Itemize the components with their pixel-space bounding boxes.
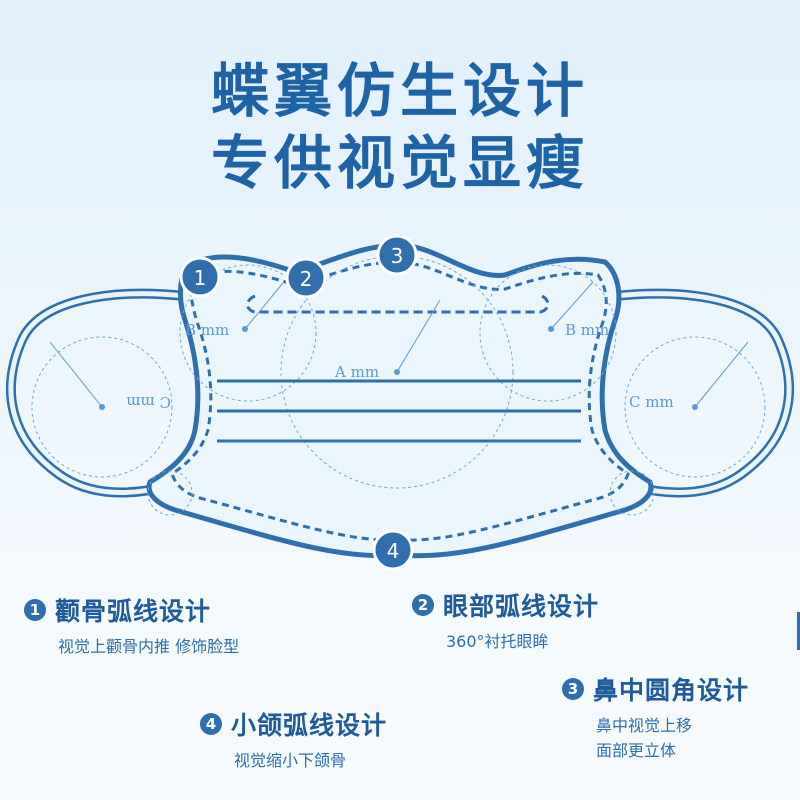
right-ear-loop-inner (612, 291, 792, 495)
headline-line-2: 专供视觉显瘦 (210, 129, 589, 197)
feature-number-2: 2 (412, 594, 434, 616)
svg-text:3: 3 (391, 244, 404, 268)
mask-body (146, 242, 654, 559)
dimension-a-label: A mm (334, 363, 379, 381)
dimension-c-left-label: C mm (126, 393, 171, 411)
feature-desc-eye: 360°衬托眼眸 (446, 632, 549, 651)
dimension-c-right-label: C mm (629, 393, 674, 411)
marker-1: 1 (179, 256, 221, 298)
feature-title-jaw: 小颌弧线设计 (231, 711, 388, 740)
feature-eye: 2 眼部弧线设计 360°衬托眼眸 (412, 587, 599, 654)
feature-jaw: 4 小颌弧线设计 视觉缩小下颌骨 (200, 706, 387, 773)
svg-text:2: 2 (300, 267, 313, 291)
feature-desc-nose-1: 鼻中视觉上移 (596, 716, 693, 735)
svg-text:4: 4 (387, 539, 400, 563)
marker-4: 4 (372, 529, 414, 571)
dimension-b-right-label: B mm (565, 321, 609, 339)
feature-number-1: 1 (24, 599, 46, 621)
feature-cheekbone: 1 颧骨弧线设计 视觉上颧骨内推 修饰脸型 (24, 592, 239, 659)
dimension-b-left-label: B mm (185, 321, 229, 339)
feature-desc-nose-2: 面部更立体 (596, 741, 677, 760)
feature-title-cheekbone: 颧骨弧线设计 (55, 597, 212, 626)
marker-2: 2 (285, 257, 327, 299)
feature-desc-cheekbone: 视觉上颧骨内推 修饰脸型 (58, 637, 240, 656)
headline-line-1: 蝶翼仿生设计 (210, 57, 589, 125)
edge-decoration (797, 612, 800, 650)
left-ear-loop-inner (8, 291, 188, 495)
feature-number-3: 3 (562, 678, 584, 700)
feature-number-4: 4 (200, 713, 222, 735)
nose-wire (246, 294, 550, 314)
feature-title-nose: 鼻中圆角设计 (593, 676, 750, 705)
svg-text:1: 1 (194, 266, 207, 290)
feature-nose: 3 鼻中圆角设计 鼻中视觉上移 面部更立体 (562, 671, 749, 763)
marker-3: 3 (376, 234, 418, 276)
feature-title-eye: 眼部弧线设计 (443, 592, 600, 621)
feature-desc-jaw: 视觉缩小下颌骨 (234, 751, 347, 770)
